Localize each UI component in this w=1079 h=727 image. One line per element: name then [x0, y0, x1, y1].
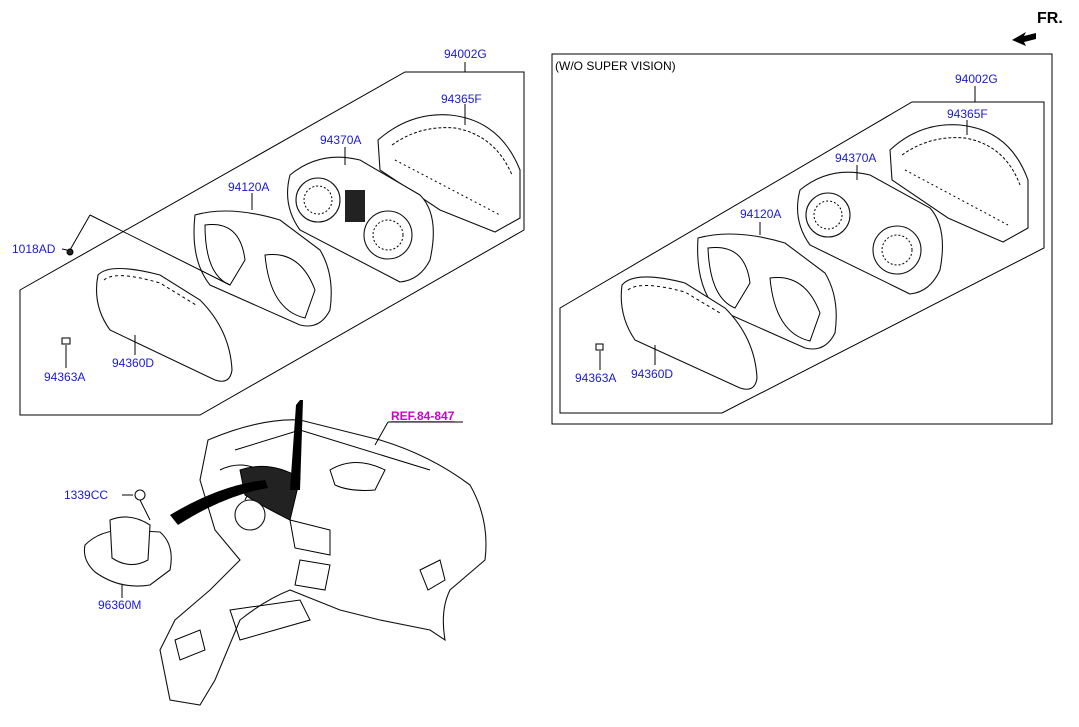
front-direction-label: FR.	[1037, 10, 1063, 27]
variant-caption: (W/O SUPER VISION)	[555, 59, 676, 73]
right-assembly-frame	[551, 53, 1053, 425]
dashboard-part	[159, 400, 487, 706]
left-back-cover-label[interactable]: 94365F	[441, 92, 482, 106]
left-screw-part	[61, 214, 231, 286]
right-back-cover-part	[889, 120, 1029, 243]
dashboard-reference-link[interactable]: REF.84-847	[391, 409, 455, 423]
right-assembly-label[interactable]: 94002G	[955, 72, 998, 86]
left-lens-label[interactable]: 94360D	[112, 356, 155, 370]
bolt-label[interactable]: 1339CC	[64, 488, 109, 502]
left-bezel-label[interactable]: 94120A	[228, 180, 270, 194]
left-clip-part	[61, 337, 71, 368]
left-assembly-frame	[19, 62, 525, 416]
left-back-cover-part	[377, 104, 521, 233]
left-clip-label[interactable]: 94363A	[44, 370, 86, 384]
right-bezel-part	[697, 222, 837, 350]
left-gauge-board-label[interactable]: 94370A	[320, 133, 362, 147]
right-gauge-board-part	[797, 165, 943, 295]
right-clip-label[interactable]: 94363A	[575, 371, 617, 385]
right-lens-part	[620, 276, 758, 390]
sensor-label[interactable]: 96360M	[98, 598, 142, 612]
right-gauge-board-label[interactable]: 94370A	[835, 151, 877, 165]
left-gauge-board-part	[287, 147, 434, 283]
sensor-part	[83, 489, 172, 598]
right-bezel-label[interactable]: 94120A	[740, 207, 782, 221]
right-back-cover-label[interactable]: 94365F	[947, 107, 988, 121]
left-bezel-part	[193, 193, 332, 327]
right-lens-label[interactable]: 94360D	[631, 367, 674, 381]
left-assembly-label[interactable]: 94002G	[444, 47, 487, 61]
left-screw-label[interactable]: 1018AD	[12, 242, 56, 256]
right-clip-part	[595, 343, 604, 370]
front-arrow-icon	[1012, 32, 1036, 46]
left-lens-part	[95, 268, 233, 382]
